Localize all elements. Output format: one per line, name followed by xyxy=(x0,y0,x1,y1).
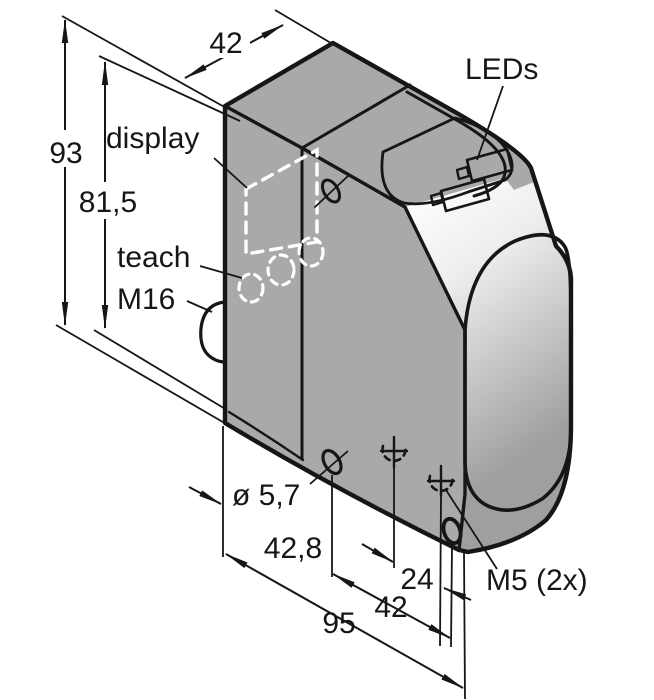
label-81-5: 81,5 xyxy=(79,186,137,219)
ext-top-81-5 xyxy=(98,55,241,122)
seam-line-top xyxy=(300,83,412,150)
label-m16: M16 xyxy=(117,283,175,316)
leader-m16 xyxy=(186,300,213,313)
teach-buttons xyxy=(237,236,325,304)
dimension-lines xyxy=(61,19,472,689)
label-display: display xyxy=(106,122,199,155)
dim-arrow-42-8-left xyxy=(188,486,222,505)
ext-top-42 xyxy=(274,9,337,47)
holes-and-threads xyxy=(314,175,463,546)
mounting-hole-top-tick xyxy=(314,175,349,208)
ext-thread-2 xyxy=(439,495,442,647)
label-hole-diameter: ø 5,7 xyxy=(232,479,300,512)
ext-bottom-93 xyxy=(55,324,229,426)
top-face xyxy=(225,43,536,210)
ext-corner-hole xyxy=(450,545,453,648)
bottom-chamfer-line xyxy=(227,410,305,462)
teach-button-2 xyxy=(266,253,296,287)
teach-button-1 xyxy=(237,272,265,304)
hidden-features xyxy=(237,147,325,304)
led-window-left xyxy=(439,177,491,213)
display-outline xyxy=(244,147,319,257)
front-slope-face xyxy=(405,178,571,552)
dim-line-42-bottom xyxy=(332,573,451,639)
dim-arrow-24-left xyxy=(361,543,394,563)
led-window-right-tab xyxy=(455,165,471,181)
dim-arrow-24-right xyxy=(443,587,472,601)
teach-button-3 xyxy=(297,236,325,268)
label-bg-42-top xyxy=(203,25,250,58)
label-42-bottom: 42 xyxy=(374,591,407,624)
thread-symbol-1 xyxy=(379,435,409,470)
label-93: 93 xyxy=(49,137,82,170)
thread-symbol-2 xyxy=(426,464,456,498)
ext-bottom-81-5 xyxy=(93,329,228,411)
leader-teach xyxy=(199,265,243,279)
ext-front-bottom xyxy=(463,552,466,700)
leader-lines xyxy=(186,85,504,570)
led-window-right xyxy=(465,147,514,183)
leader-leds xyxy=(476,85,504,161)
leader-hole-diameter xyxy=(309,450,349,485)
ext-top-93 xyxy=(61,15,229,110)
label-bg-93 xyxy=(43,130,89,167)
label-24: 24 xyxy=(400,563,433,596)
labels: 42 93 81,5 display teach M16 LEDs ø 5,7 … xyxy=(43,25,588,640)
label-teach: teach xyxy=(117,241,190,274)
leader-m5 xyxy=(445,489,498,570)
corner-hole xyxy=(441,516,463,546)
sensor-body xyxy=(199,40,574,555)
label-42-8: 42,8 xyxy=(264,532,322,565)
side-face xyxy=(225,106,465,550)
label-bg-81-5 xyxy=(69,182,148,219)
led-bezel-rim xyxy=(405,90,507,198)
label-42-top: 42 xyxy=(209,27,242,60)
led-window-left-tab xyxy=(429,191,445,207)
label-m5: M5 (2x) xyxy=(486,564,588,597)
leader-display xyxy=(213,157,248,189)
m16-connector xyxy=(199,300,227,364)
top-side-edge xyxy=(223,104,467,552)
label-95: 95 xyxy=(322,607,355,640)
label-leds: LEDs xyxy=(465,53,538,86)
body-silhouette xyxy=(222,40,574,555)
